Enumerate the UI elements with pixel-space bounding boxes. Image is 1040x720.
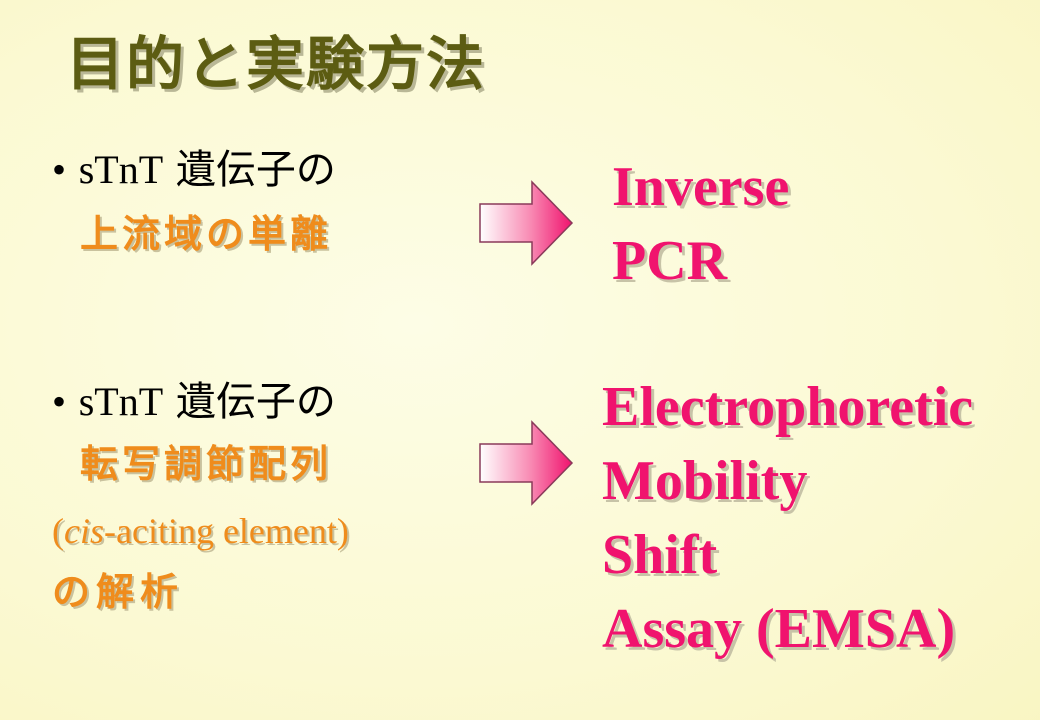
paren-open: ( (52, 511, 64, 551)
bullet-dot: • (52, 379, 67, 424)
topic-analysis: の解析 (52, 570, 185, 614)
right-arrow-icon (479, 420, 574, 506)
topic-transcription-regulatory-sequence: 転写調節配列 (80, 442, 333, 486)
cis-italic: cis (64, 511, 104, 551)
method-line: PCR (612, 230, 728, 292)
method-line: Electrophoretic (602, 376, 974, 438)
gene-suffix: 遺伝子の (175, 379, 336, 425)
topic-isolation-upstream: 上流域の単離 (80, 212, 333, 256)
right-arrow-icon (479, 180, 574, 266)
bullet-item-2: • sTnT 遺伝子の (52, 378, 336, 426)
cis-rest: -aciting element) (104, 511, 349, 551)
gene-name: sTnT (78, 379, 164, 424)
method-line: Assay (EMSA) (602, 598, 956, 660)
method-line: Shift (602, 524, 718, 586)
topic-cis-element: (cis-aciting element) (52, 510, 349, 553)
slide-title: 目的と実験方法 (66, 30, 487, 98)
method-block-2: Electrophoretic Mobility Shift Assay (EM… (602, 370, 973, 666)
gene-name: sTnT (78, 147, 164, 192)
bullet-dot: • (52, 147, 67, 192)
bullet-item-1: • sTnT 遺伝子の (52, 146, 336, 194)
method-line: Inverse (612, 156, 790, 218)
gene-suffix: 遺伝子の (175, 147, 336, 193)
method-line: Mobility (602, 450, 808, 512)
method-block-1: Inverse PCR (612, 150, 789, 298)
